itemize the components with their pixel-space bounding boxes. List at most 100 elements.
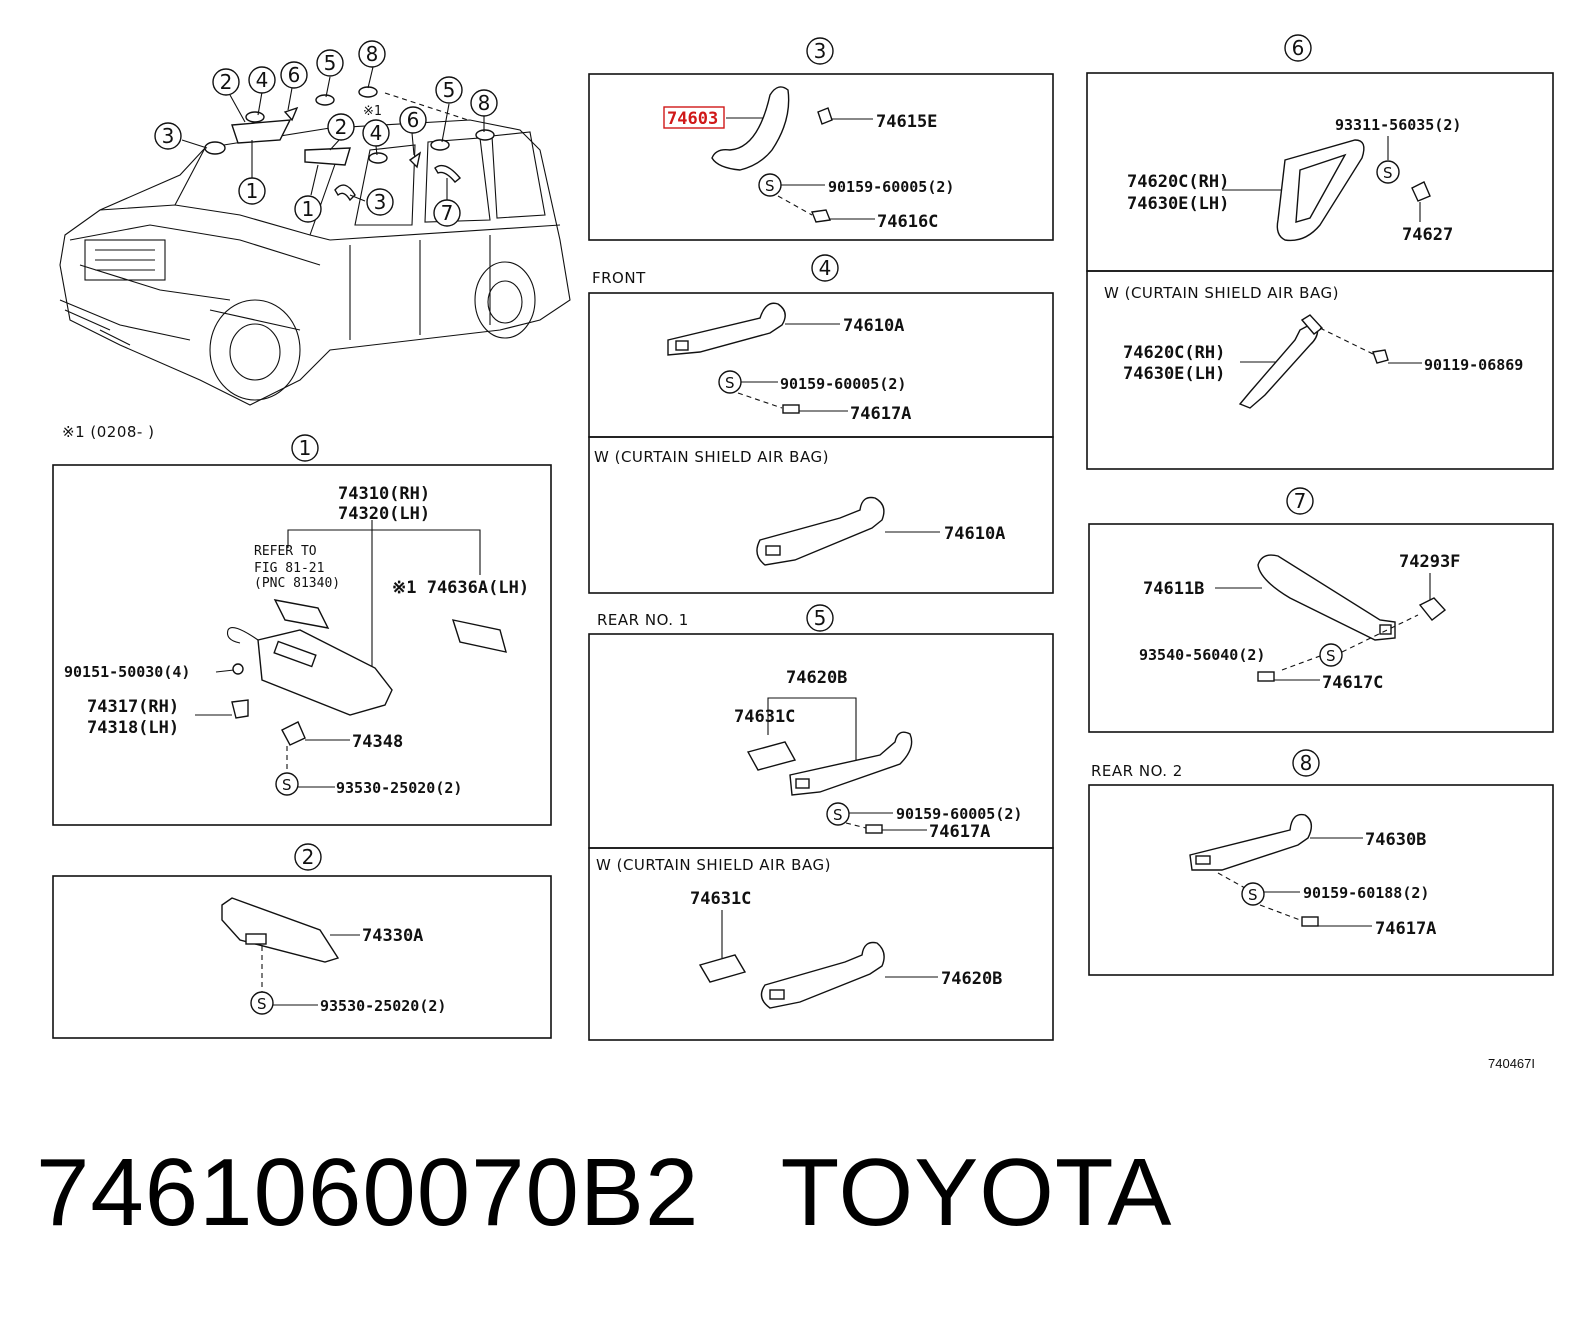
vehicle-callouts: 2 4 6 5 8 3 1 2 4 6 5 8 1 3 <box>154 40 498 227</box>
part-label: 74620B <box>941 969 1002 989</box>
part-label: 74617A <box>850 404 911 424</box>
variant-header: W (CURTAIN SHIELD AIR BAG) <box>1104 284 1339 302</box>
vehicle-note: ※1 (0208- ) <box>62 423 154 441</box>
part-label: 74320(LH) <box>338 504 430 524</box>
screw-symbol: S <box>725 374 735 392</box>
part-number: 7461060070B2 <box>36 1139 700 1246</box>
section-header: FRONT <box>592 269 646 287</box>
visor-holder-part <box>451 619 507 653</box>
bracket-part <box>746 741 797 771</box>
variant-header: W (CURTAIN SHIELD AIR BAG) <box>594 448 829 466</box>
part-label: 93530-25020(2) <box>320 997 446 1015</box>
variant-header: W (CURTAIN SHIELD AIR BAG) <box>596 856 831 874</box>
section-4: FRONT 4 74610A S 90159-60005(2) 74617A W… <box>588 254 1054 594</box>
section-index: 8 <box>1300 751 1313 775</box>
section-index: 7 <box>1294 489 1307 513</box>
brand-name: TOYOTA <box>780 1139 1173 1246</box>
callout-8: 8 <box>478 91 491 115</box>
figure-id: 740467I <box>1488 1056 1535 1071</box>
callout-2: 2 <box>335 115 348 139</box>
callout-6: 6 <box>288 63 301 87</box>
part-label: 74310(RH) <box>338 484 430 504</box>
screw-symbol: S <box>1326 647 1336 665</box>
section-index: 4 <box>819 256 832 280</box>
callout-6: 6 <box>407 108 420 132</box>
section-1: 1 74310(RH) 74320(LH) REFER TO FIG 81-21… <box>52 434 552 826</box>
callout-4: 4 <box>256 68 269 92</box>
part-label: 74631C <box>690 889 751 909</box>
callout-1: 1 <box>302 197 315 221</box>
screw-symbol: S <box>257 995 267 1013</box>
section-header: REAR NO. 1 <box>597 611 689 629</box>
part-label: 74620B <box>786 668 847 688</box>
part-label: 90159-60005(2) <box>780 375 906 393</box>
callout-1: 1 <box>246 179 259 203</box>
part-label: 74617C <box>1322 673 1383 693</box>
part-label: 74617A <box>929 822 990 842</box>
section-index: 5 <box>814 606 827 630</box>
assist-grip-part <box>711 86 790 171</box>
product-title: 7461060070B2 TOYOTA <box>36 1138 1172 1248</box>
screw-symbol: S <box>282 776 292 794</box>
section-3: 3 74603 74615E S 90159-60005(2) 74616C <box>588 37 1054 241</box>
note-label: (PNC 81340) <box>254 576 340 591</box>
highlight-box <box>663 106 725 129</box>
screw-symbol: S <box>1248 886 1258 904</box>
part-label: 74620C(RH) <box>1123 343 1225 363</box>
part-label: 74630E(LH) <box>1123 364 1225 384</box>
section-index: 6 <box>1292 36 1305 60</box>
callout-5: 5 <box>324 51 337 75</box>
part-label: 74620C(RH) <box>1127 172 1229 192</box>
screw-symbol: S <box>1383 164 1393 182</box>
section-header: REAR NO. 2 <box>1091 762 1183 780</box>
callout-4: 4 <box>370 121 383 145</box>
section-2: 2 74330A S 93530-25020(2) <box>52 843 552 1039</box>
part-label: 90151-50030(4) <box>64 663 190 681</box>
part-label: 74348 <box>352 732 403 752</box>
assist-grip-part <box>1189 813 1313 871</box>
star-note-label: ※1 <box>363 104 382 119</box>
vanity-mirror-part <box>273 599 330 629</box>
part-label: 90159-60005(2) <box>896 805 1022 823</box>
vehicle-illustration: 2 4 6 5 8 3 1 2 4 6 5 8 1 3 <box>59 40 571 441</box>
part-label: 90159-60188(2) <box>1303 884 1429 902</box>
assist-grip-part <box>756 496 885 566</box>
part-label: 90119-06869 <box>1424 356 1523 374</box>
section-index: 1 <box>299 436 312 460</box>
section-index: 2 <box>302 845 315 869</box>
part-label: 74317(RH) <box>87 697 179 717</box>
highlighted-part-label: 74603 <box>667 109 718 129</box>
callout-circle <box>212 68 240 96</box>
part-label: 93530-25020(2) <box>336 779 462 797</box>
part-label: 93311-56035(2) <box>1335 116 1461 134</box>
screw-symbol: S <box>833 806 843 824</box>
callout-2: 2 <box>220 70 233 94</box>
part-label: 74630E(LH) <box>1127 194 1229 214</box>
part-label: 74610A <box>944 524 1005 544</box>
part-label: 74615E <box>876 112 937 132</box>
section-index: 3 <box>814 39 827 63</box>
part-label: 74631C <box>734 707 795 727</box>
screw-symbol: S <box>765 177 775 195</box>
part-label: 74616C <box>877 212 938 232</box>
part-label: 93540-56040(2) <box>1139 646 1265 664</box>
assist-grip-part <box>1238 321 1319 409</box>
part-label: 74627 <box>1402 225 1453 245</box>
part-label: 74611B <box>1143 579 1204 599</box>
callout-3: 3 <box>162 124 175 148</box>
callout-7: 7 <box>441 201 454 225</box>
part-label: 90159-60005(2) <box>828 178 954 196</box>
note-label: FIG 81-21 <box>254 561 324 576</box>
section-5: REAR NO. 1 5 74620B 74631C S 90159-60005… <box>588 604 1054 1041</box>
assist-grip-part <box>1257 554 1396 641</box>
part-label: ※1 74636A(LH) <box>392 578 529 598</box>
part-label: 74617A <box>1375 919 1436 939</box>
sun-visor-part <box>221 897 340 963</box>
assist-grip-part <box>789 731 913 796</box>
note-label: REFER TO <box>254 544 317 559</box>
section-6: 6 93311-56035(2) 74620C(RH) 74630E(LH) S… <box>1086 34 1554 470</box>
callout-3: 3 <box>374 190 387 214</box>
callout-5: 5 <box>443 78 456 102</box>
section-7: 7 74293F 74611B 93540-56040(2) S 74617C <box>1088 487 1554 733</box>
